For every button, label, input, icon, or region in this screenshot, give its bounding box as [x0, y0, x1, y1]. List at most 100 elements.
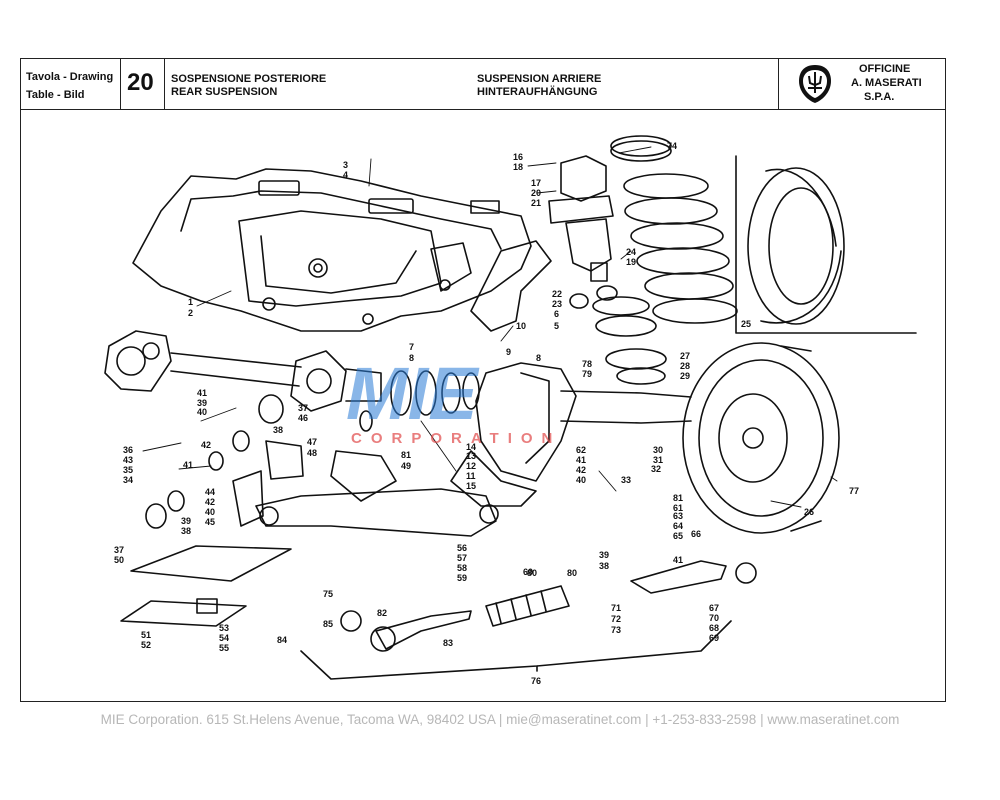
part-label: 58 — [457, 563, 467, 573]
part-label: 37 — [114, 545, 124, 555]
part-label: 54 — [219, 633, 229, 643]
part-label: 42 — [205, 497, 215, 507]
company-line-3: S.P.A. — [864, 91, 895, 103]
part-label: 42 — [201, 440, 211, 450]
part-label: 36 — [123, 445, 133, 455]
watermark-logo: MIE — [346, 352, 480, 435]
shim-plates — [120, 545, 292, 627]
part-label: 15 — [466, 481, 476, 491]
part-label: 45 — [205, 517, 215, 527]
part-label: 70 — [709, 613, 719, 623]
wheel-rim — [682, 342, 840, 534]
part-label: 57 — [457, 553, 467, 563]
part-label: 10 — [516, 321, 526, 331]
exploded-parts-diagram: MIE CORPORATION 1 2 3 4 5 6 7 8 8 9 10 1… — [104, 135, 917, 686]
part-label: 20 — [531, 188, 541, 198]
part-label: 74 — [667, 141, 677, 151]
lower-wishbone — [255, 450, 499, 537]
part-label: 40 — [197, 407, 207, 417]
drawing-number-cell: 20 — [121, 59, 165, 109]
part-label: 79 — [582, 369, 592, 379]
part-label: 81 — [401, 450, 411, 460]
part-label: 23 — [552, 299, 562, 309]
tire-inset — [735, 155, 917, 334]
part-label: 32 — [651, 464, 661, 474]
title-german: HINTERAUFHÄNGUNG — [477, 86, 598, 98]
company-line-2: A. MASERATI — [851, 77, 922, 89]
part-label: 4 — [343, 170, 348, 180]
part-label: 48 — [307, 448, 317, 458]
part-label: 81 — [673, 493, 683, 503]
part-label: 46 — [298, 413, 308, 423]
part-label: 16 — [513, 152, 523, 162]
part-label: 41 — [183, 460, 193, 470]
maserati-trident-logo — [799, 65, 831, 103]
part-label: 27 — [680, 351, 690, 361]
company-cell: OFFICINE A. MASERATI S.P.A. — [779, 59, 945, 109]
hub-carrier — [145, 394, 304, 529]
part-label: 39 — [181, 516, 191, 526]
part-label: 31 — [653, 455, 663, 465]
drawing-number: 20 — [127, 69, 154, 96]
company-line-1: OFFICINE — [859, 63, 911, 75]
part-label: 11 — [466, 471, 476, 481]
part-label: 1 — [188, 297, 193, 307]
part-label: 28 — [680, 361, 690, 371]
title-cell: SOSPENSIONE POSTERIORE REAR SUSPENSION S… — [165, 59, 779, 109]
part-label: 63 — [673, 511, 683, 521]
part-label: 14 — [466, 442, 476, 452]
title-italian: SOSPENSIONE POSTERIORE — [171, 73, 327, 85]
part-label: 9 — [506, 347, 511, 357]
drawing-label-cell: Tavola - Drawing Table - Bild — [21, 59, 121, 109]
footer-contact: MIE Corporation. 615 St.Helens Avenue, T… — [100, 712, 900, 727]
part-label: 71 — [611, 603, 621, 613]
drawing-sheet: Tavola - Drawing Table - Bild 20 SOSPENS… — [20, 58, 946, 702]
part-label: 3 — [343, 160, 348, 170]
part-label: 62 — [576, 445, 586, 455]
part-label: 13 — [466, 451, 476, 461]
part-label: 8 — [409, 353, 414, 363]
part-label: 75 — [323, 589, 333, 599]
mie-watermark: MIE CORPORATION — [346, 352, 552, 447]
part-label: 35 — [123, 465, 133, 475]
differential-housing — [359, 362, 692, 507]
rubber-boot — [485, 585, 570, 627]
part-label: 34 — [123, 475, 133, 485]
part-label: 65 — [673, 531, 683, 541]
part-label: 76 — [531, 676, 541, 686]
part-label: 77 — [849, 486, 859, 496]
tavola-label: Tavola - Drawing — [26, 71, 114, 83]
part-label: 12 — [466, 461, 476, 471]
part-label: 41 — [576, 455, 586, 465]
part-label: 61 — [673, 503, 683, 513]
part-label: 53 — [219, 623, 229, 633]
part-label: 18 — [513, 162, 523, 172]
crossmember-frame — [132, 168, 552, 332]
part-label: 25 — [741, 319, 751, 329]
part-label: 33 — [621, 475, 631, 485]
part-label: 83 — [443, 638, 453, 648]
part-label: 67 — [709, 603, 719, 613]
leader-lines — [142, 146, 838, 508]
title-english: REAR SUSPENSION — [171, 86, 278, 98]
part-label: 40 — [576, 475, 586, 485]
part-label: 38 — [181, 526, 191, 536]
part-label: 29 — [680, 371, 690, 381]
part-label: 55 — [219, 643, 229, 653]
part-label: 37 — [298, 403, 308, 413]
drive-shaft — [104, 330, 382, 412]
part-label: 59 — [457, 573, 467, 583]
part-label: 84 — [277, 635, 287, 645]
part-label: 56 — [457, 543, 467, 553]
part-label: 52 — [141, 640, 151, 650]
title-french: SUSPENSION ARRIERE — [477, 73, 602, 85]
part-label: 80 — [527, 568, 537, 578]
assembly-bracket-line — [300, 620, 732, 680]
part-label: 66 — [691, 529, 701, 539]
title-block: Tavola - Drawing Table - Bild 20 SOSPENS… — [21, 59, 945, 110]
part-label: 64 — [673, 521, 683, 531]
part-label: 82 — [377, 608, 387, 618]
part-label: 50 — [114, 555, 124, 565]
part-label: 8 — [536, 353, 541, 363]
part-label: 47 — [307, 437, 317, 447]
